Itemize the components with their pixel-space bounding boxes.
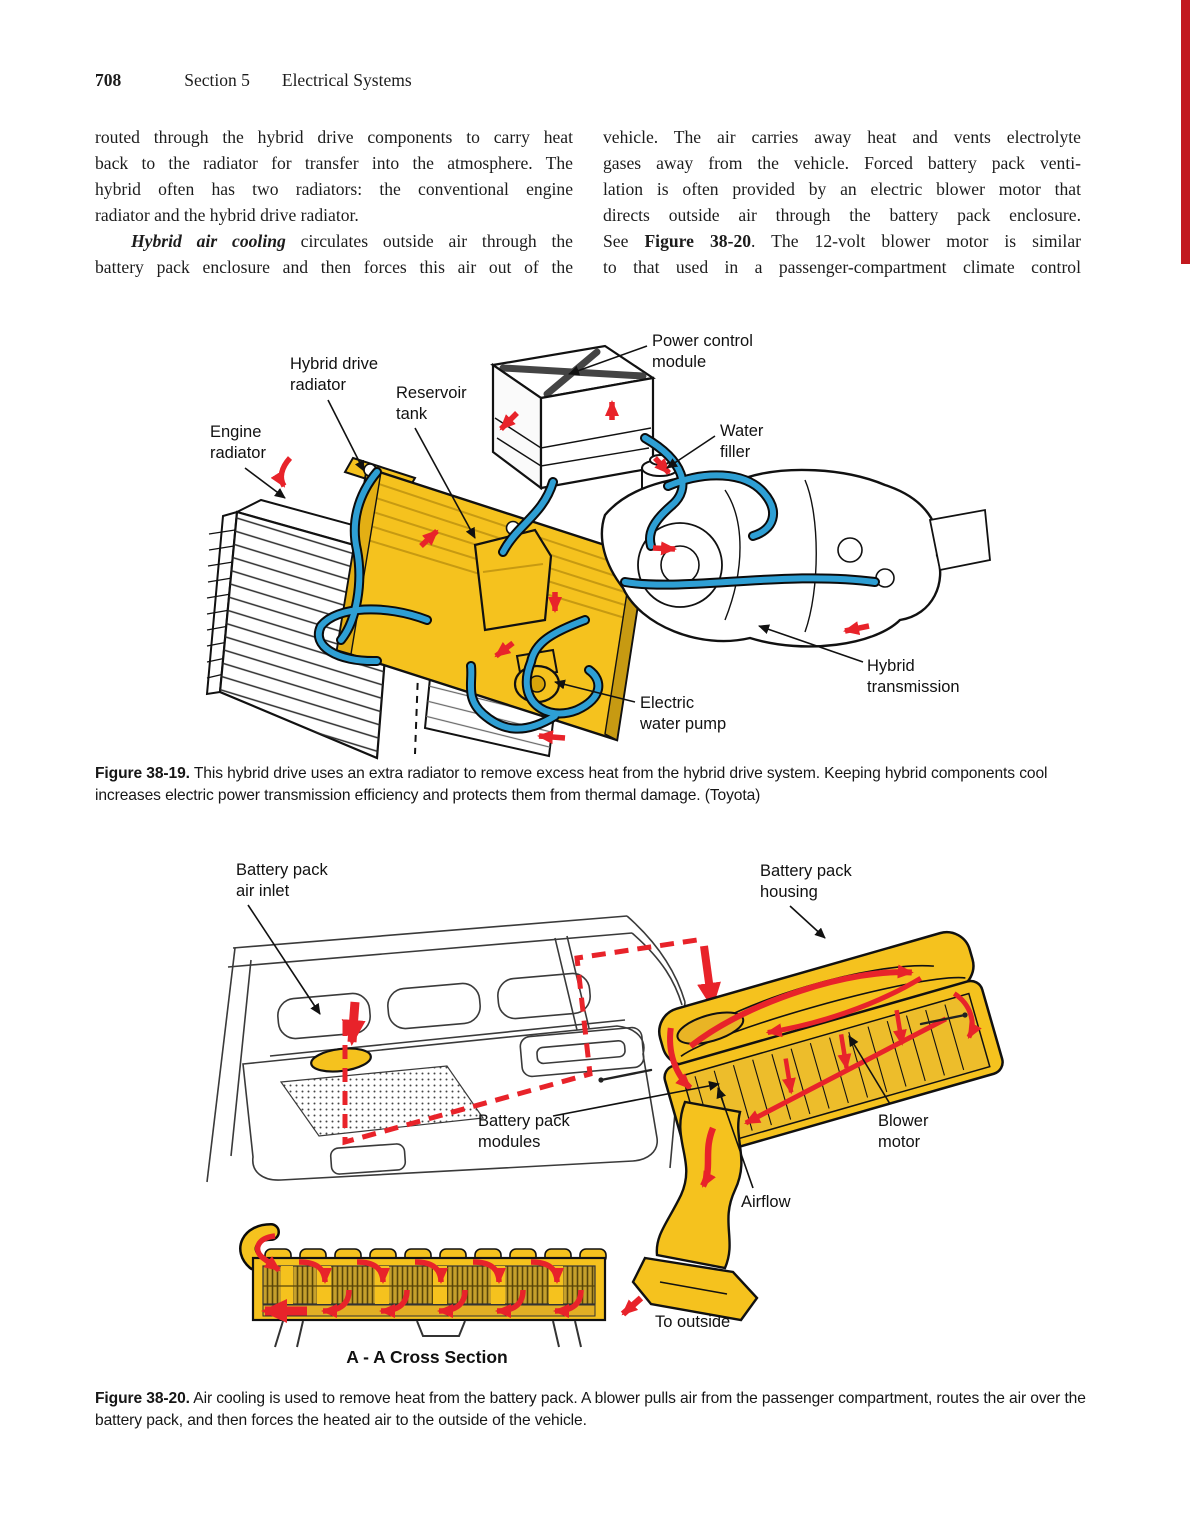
figure-38-20: Battery pack air inlet Battery pack hous… — [85, 850, 1095, 1382]
body-column-right: vehicle. The air carries away heat and v… — [603, 124, 1081, 280]
label-hybrid-drive-radiator: Hybrid drive radiator — [290, 355, 379, 394]
figure-38-20-caption: Figure 38-20. Air cooling is used to rem… — [95, 1388, 1097, 1431]
leader-lines — [244, 345, 864, 703]
inlet-arrow — [341, 1001, 366, 1046]
hybrid-transmission-shape — [600, 468, 991, 648]
figure-38-19-caption: Figure 38-19. This hybrid drive uses an … — [95, 763, 1097, 806]
exhaust-duct-shape — [620, 1100, 759, 1322]
figure-38-19: Engine radiator Hybrid drive radiator Re… — [85, 320, 1095, 760]
body-text: circulates outside air through the — [285, 231, 573, 251]
section-title: Electrical Systems — [281, 70, 412, 90]
page-edge-tab — [1181, 0, 1190, 264]
label-cross-section: A - A Cross Section — [346, 1347, 508, 1367]
label-power-control-module: Power control module — [652, 332, 753, 371]
body-line: vehicle. The air carries away heat and v… — [603, 127, 1081, 147]
dashed-entry-arrow — [697, 945, 721, 1009]
power-control-module-shape — [490, 344, 656, 491]
figure-reference: Figure 38-20 — [644, 231, 752, 251]
detail-dashed-line — [342, 937, 698, 1146]
label-battery-pack-modules: Battery pack modules — [478, 1112, 570, 1151]
body-line: back to the radiator for transfer into t… — [95, 153, 573, 173]
section-line-stubs — [598, 1012, 968, 1083]
figure-38-20-illustration — [206, 904, 1004, 1348]
label-hybrid-transmission: Hybrid transmission — [867, 657, 960, 696]
body-line: lation is often provided by an electric … — [603, 179, 1081, 199]
body-text: See — [603, 231, 645, 251]
reservoir-tank-shape — [473, 520, 553, 632]
page-header: 708 Section 5 Electrical Systems — [95, 70, 412, 91]
label-airflow: Airflow — [741, 1193, 791, 1211]
label-battery-pack-air-inlet: Battery pack air inlet — [236, 861, 328, 900]
body-line: battery pack enclosure and then forces t… — [95, 257, 573, 277]
term-hybrid-air-cooling: Hybrid air cooling — [131, 231, 286, 251]
caption-lead: Figure 38-19. — [95, 765, 190, 782]
cross-section-drawing — [239, 1223, 607, 1348]
label-blower-motor: Blower motor — [878, 1112, 929, 1151]
body-line: routed through the hybrid drive componen… — [95, 127, 573, 147]
figure-38-19-illustration — [205, 344, 991, 760]
label-to-outside: To outside — [655, 1313, 731, 1331]
air-inlet-shape — [310, 1047, 372, 1073]
flow-arrows — [270, 400, 870, 745]
caption-lead: Figure 38-20. — [95, 1390, 190, 1407]
page-number: 708 — [95, 70, 122, 90]
label-water-filler: Water filler — [720, 422, 764, 461]
body-column-left: routed through the hybrid drive componen… — [95, 124, 573, 280]
body-line: gases away from the vehicle. Forced batt… — [603, 153, 1081, 173]
leader-lines — [247, 904, 891, 1189]
body-line: Hybrid air cooling circulates outside ai… — [95, 228, 573, 254]
label-electric-water-pump: Electric water pump — [640, 694, 727, 733]
label-engine-radiator: Engine radiator — [210, 423, 266, 462]
body-text: . The 12-volt blower motor is similar — [751, 231, 1081, 251]
section-number: Section 5 — [184, 70, 250, 90]
body-line: hybrid often has two radiators: the conv… — [95, 179, 573, 199]
label-battery-pack-housing: Battery pack housing — [760, 862, 852, 901]
caption-text: This hybrid drive uses an extra radiator… — [95, 765, 1048, 804]
body-line: directs outside air through the battery … — [603, 205, 1081, 225]
car-interior-drawing — [206, 915, 686, 1183]
caption-text: Air cooling is used to remove heat from … — [95, 1390, 1086, 1429]
body-line: to that used in a passenger-compartment … — [603, 257, 1081, 277]
body-line: See Figure 38-20. The 12-volt blower mot… — [603, 228, 1081, 254]
battery-pack-housing-shape — [658, 930, 1004, 1160]
label-reservoir-tank: Reservoir tank — [396, 384, 467, 423]
body-line: radiator and the hybrid drive radiator. — [95, 205, 359, 225]
